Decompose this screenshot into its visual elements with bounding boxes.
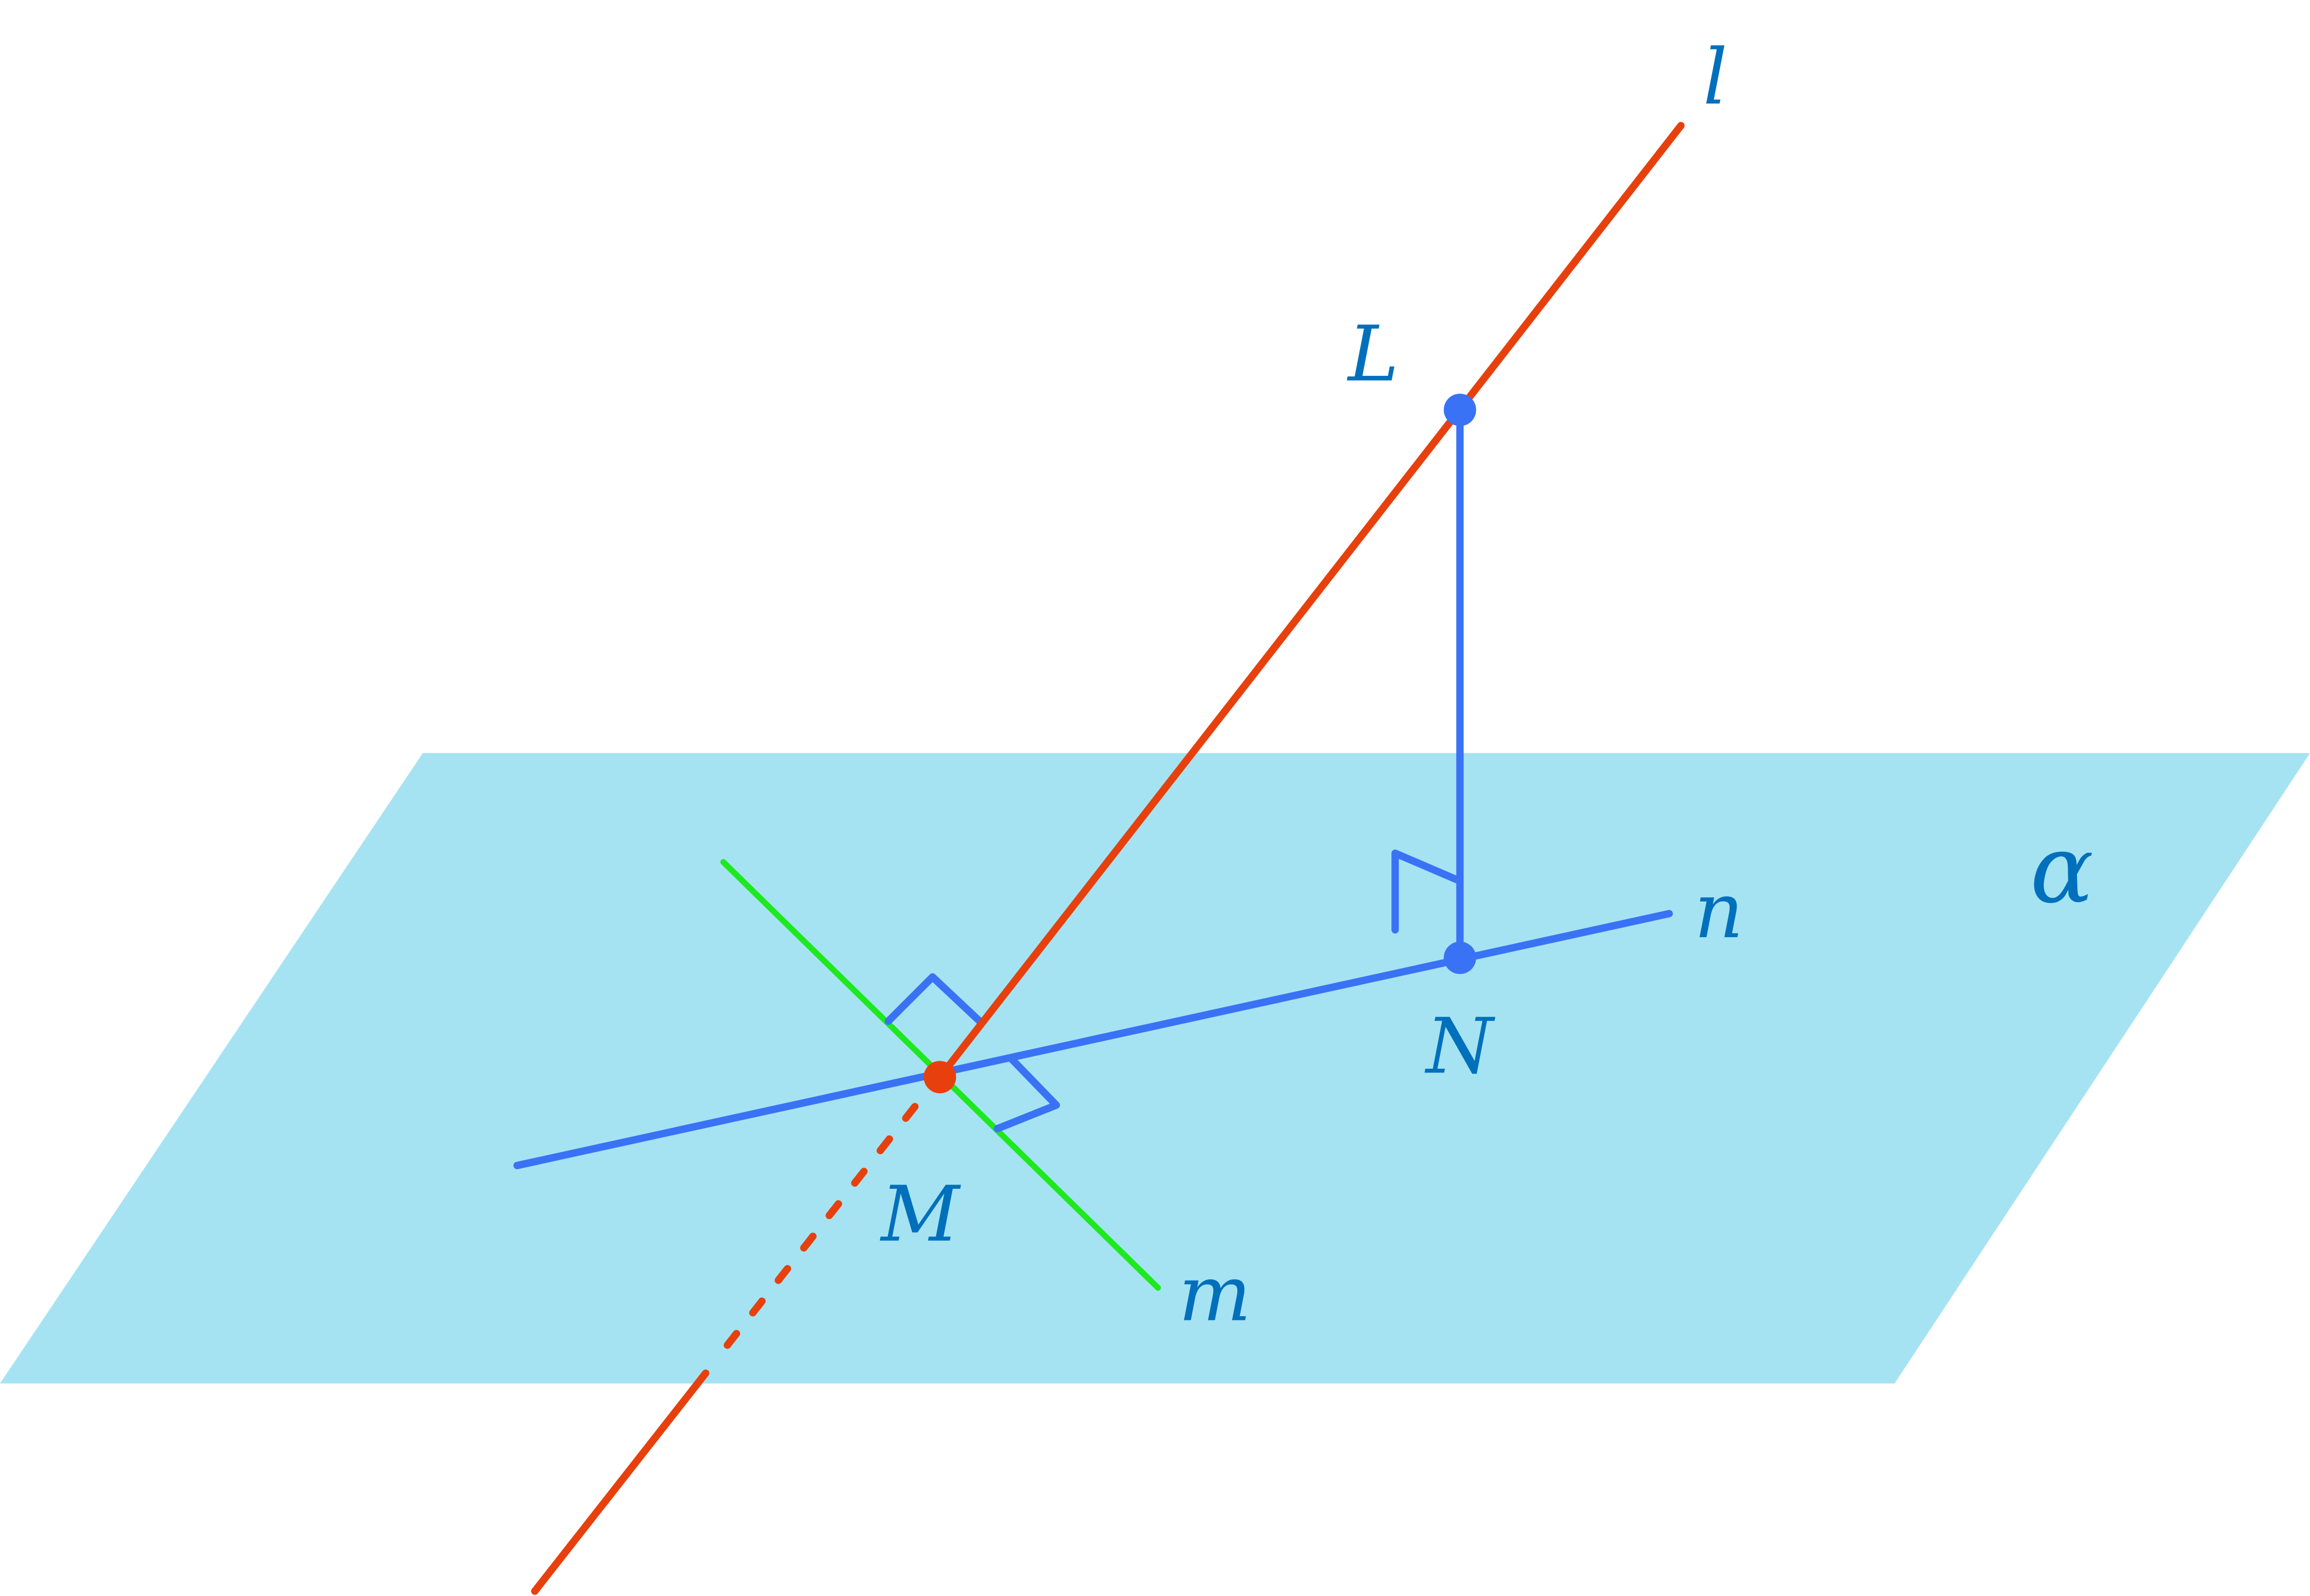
label-point-L: L	[1346, 310, 1399, 399]
line-n	[513, 909, 1673, 1170]
label-point-N: N	[1424, 1002, 1495, 1091]
right-angle-marker-M-m	[884, 973, 985, 1027]
label-line-n: n	[1694, 866, 1743, 956]
line-l-hidden	[716, 1103, 919, 1358]
label-line-m: m	[1178, 1249, 1251, 1338]
label-point-M: M	[879, 1170, 961, 1259]
line-l-upper	[936, 122, 1685, 1081]
plane-alpha	[0, 753, 2310, 1384]
right-angle-marker-N	[1391, 850, 1461, 934]
right-angle-marker-M-n	[994, 1054, 1060, 1132]
point-L	[1443, 393, 1476, 426]
label-line-l: l	[1703, 33, 1727, 122]
label-plane-alpha: α	[2030, 814, 2094, 924]
line-l-lower	[531, 1369, 709, 1595]
point-M	[923, 1061, 956, 1094]
point-N	[1443, 941, 1476, 974]
